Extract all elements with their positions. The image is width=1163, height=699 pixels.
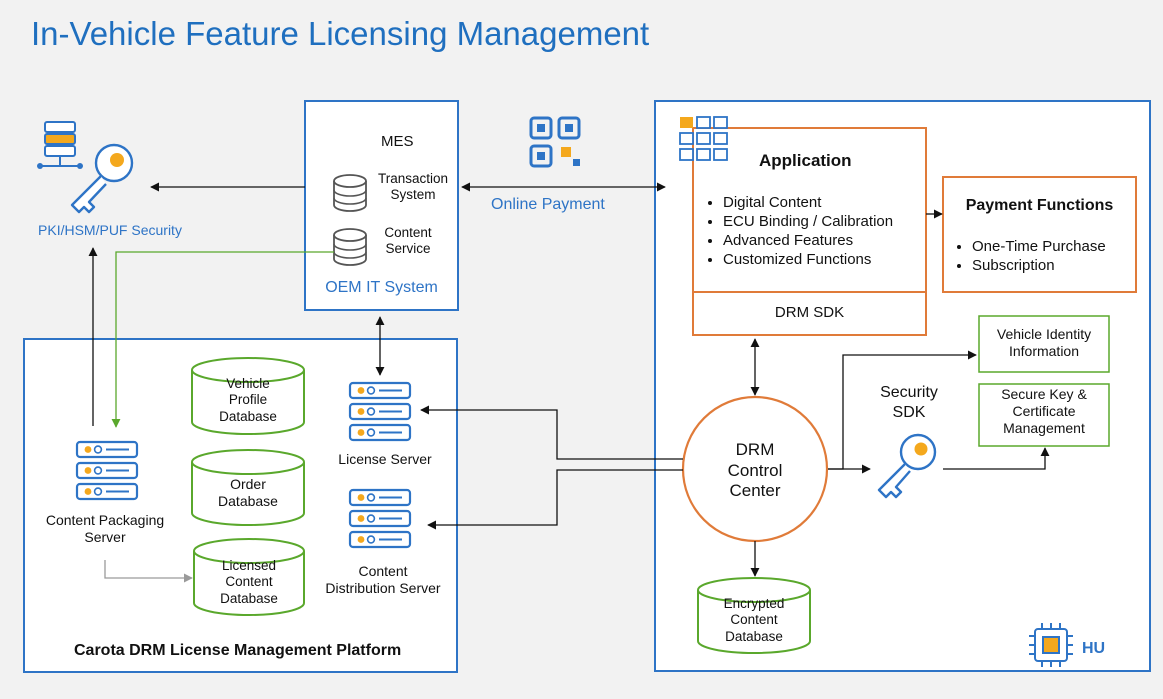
payment-function-item: One-Time Purchase [972, 237, 1106, 256]
drm-sdk-label: DRM SDK [774, 304, 845, 321]
application-feature-item: Customized Functions [723, 250, 893, 269]
payment-function-item: Subscription [972, 256, 1106, 275]
application-feature-list: Digital Content ECU Binding / Calibratio… [705, 193, 893, 269]
page-title: In-Vehicle Feature Licensing Management [31, 15, 650, 52]
pki-label: PKI/HSM/PUF Security [38, 222, 182, 238]
payment-functions-list: One-Time Purchase Subscription [954, 237, 1106, 275]
database-key-icon [37, 121, 134, 214]
content-distribution-server-icon [348, 488, 412, 549]
content-service-db-icon [333, 228, 367, 266]
content-packaging-server-icon [75, 440, 139, 501]
license-server-label: License Server [338, 451, 432, 467]
app-grid-icon [679, 116, 728, 161]
content-service-to-packaging-arrow [111, 251, 334, 428]
license-server-to-drm-arrow [420, 405, 683, 460]
order-database-cylinder [191, 449, 305, 526]
chip-icon [1029, 623, 1073, 667]
payment-functions-title: Payment Functions [965, 197, 1114, 214]
mes-label: MES [381, 133, 414, 150]
application-feature-item: Advanced Features [723, 231, 893, 250]
encrypted-database-cylinder [697, 577, 811, 654]
application-feature-item: ECU Binding / Calibration [723, 212, 893, 231]
secure-key-box [978, 383, 1110, 447]
online-payment-label: Online Payment [491, 196, 605, 213]
qr-code-icon [529, 116, 581, 168]
application-box [692, 127, 927, 336]
packaging-to-licensed-db-arrow [104, 560, 193, 583]
key-to-secure-key-arrow [943, 447, 1050, 470]
license-server-icon [348, 381, 412, 442]
payment-functions-box [942, 176, 1137, 293]
application-feature-item: Digital Content [723, 193, 893, 212]
vehicle-profile-database-cylinder [191, 357, 305, 435]
oem-it-system-label: OEM IT System [325, 279, 438, 296]
platform-label: Carota DRM License Management Platform [74, 642, 402, 659]
licensed-content-database-cylinder [193, 538, 305, 616]
application-title: Application [759, 151, 852, 170]
distribution-server-to-drm-arrow [427, 469, 683, 530]
transaction-db-icon [333, 174, 367, 212]
key-icon [877, 433, 937, 499]
hu-label: HU [1082, 640, 1106, 657]
vehicle-identity-box [978, 315, 1110, 373]
oem-it-system-frame [304, 100, 459, 311]
